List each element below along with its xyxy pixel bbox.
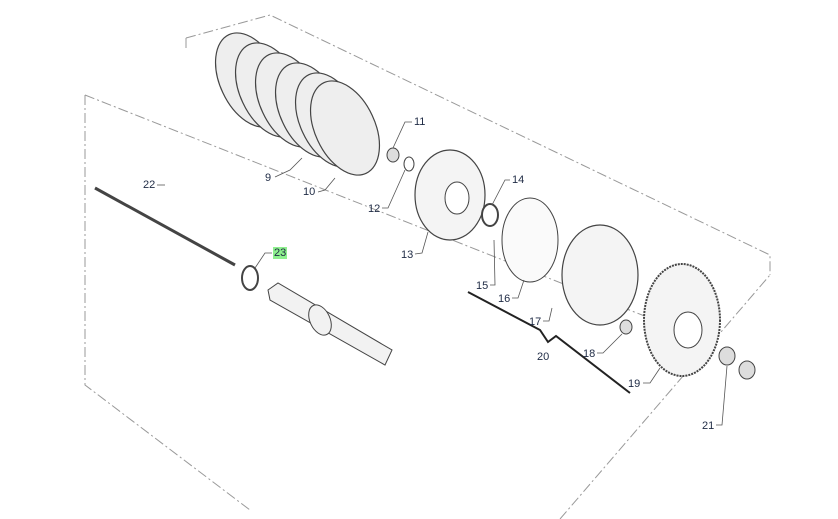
callout-14[interactable]: 14 <box>512 174 525 186</box>
callout-20[interactable]: 20 <box>537 351 550 363</box>
callout-13[interactable]: 13 <box>401 249 414 261</box>
callout-16[interactable]: 16 <box>498 293 511 305</box>
clutch-plates <box>214 32 381 176</box>
callout-17[interactable]: 17 <box>529 316 542 328</box>
callout-12[interactable]: 12 <box>368 203 381 215</box>
callout-22[interactable]: 22 <box>143 179 156 191</box>
main-shaft <box>267 282 393 366</box>
callout-15[interactable]: 15 <box>476 280 489 292</box>
callout-10[interactable]: 10 <box>303 186 316 198</box>
callout-21[interactable]: 21 <box>702 420 715 432</box>
assembly-bracket-20 <box>467 291 631 394</box>
callout-23-highlighted[interactable]: 23 <box>273 247 288 259</box>
callout-19[interactable]: 19 <box>628 378 641 390</box>
washer-23 <box>241 265 259 291</box>
callout-11[interactable]: 11 <box>414 116 426 128</box>
callout-18[interactable]: 18 <box>583 348 596 360</box>
push-rod <box>94 186 236 267</box>
callout-9[interactable]: 9 <box>265 172 272 184</box>
